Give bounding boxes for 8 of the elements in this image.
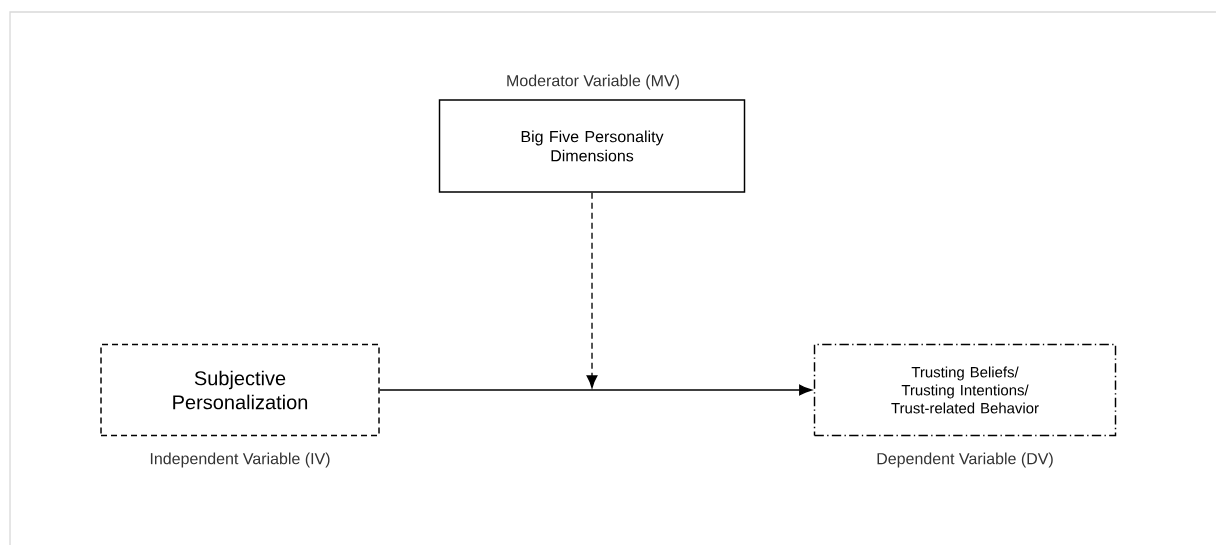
arrow [586, 192, 598, 389]
variable-box: Subjective Personalization [100, 343, 380, 437]
variable-type-label: Dependent Variable (DV) [877, 452, 1053, 468]
variable-type-label: Independent Variable (IV) [150, 452, 330, 468]
arrow [379, 384, 812, 396]
variable-type-label: Moderator Variable (MV) [507, 74, 679, 90]
variable-box: Trusting Beliefs/ Trusting Intentions/ Trust-related Behavior [813, 343, 1117, 437]
variable-box: Big Five Personality Dimensions [438, 99, 746, 193]
